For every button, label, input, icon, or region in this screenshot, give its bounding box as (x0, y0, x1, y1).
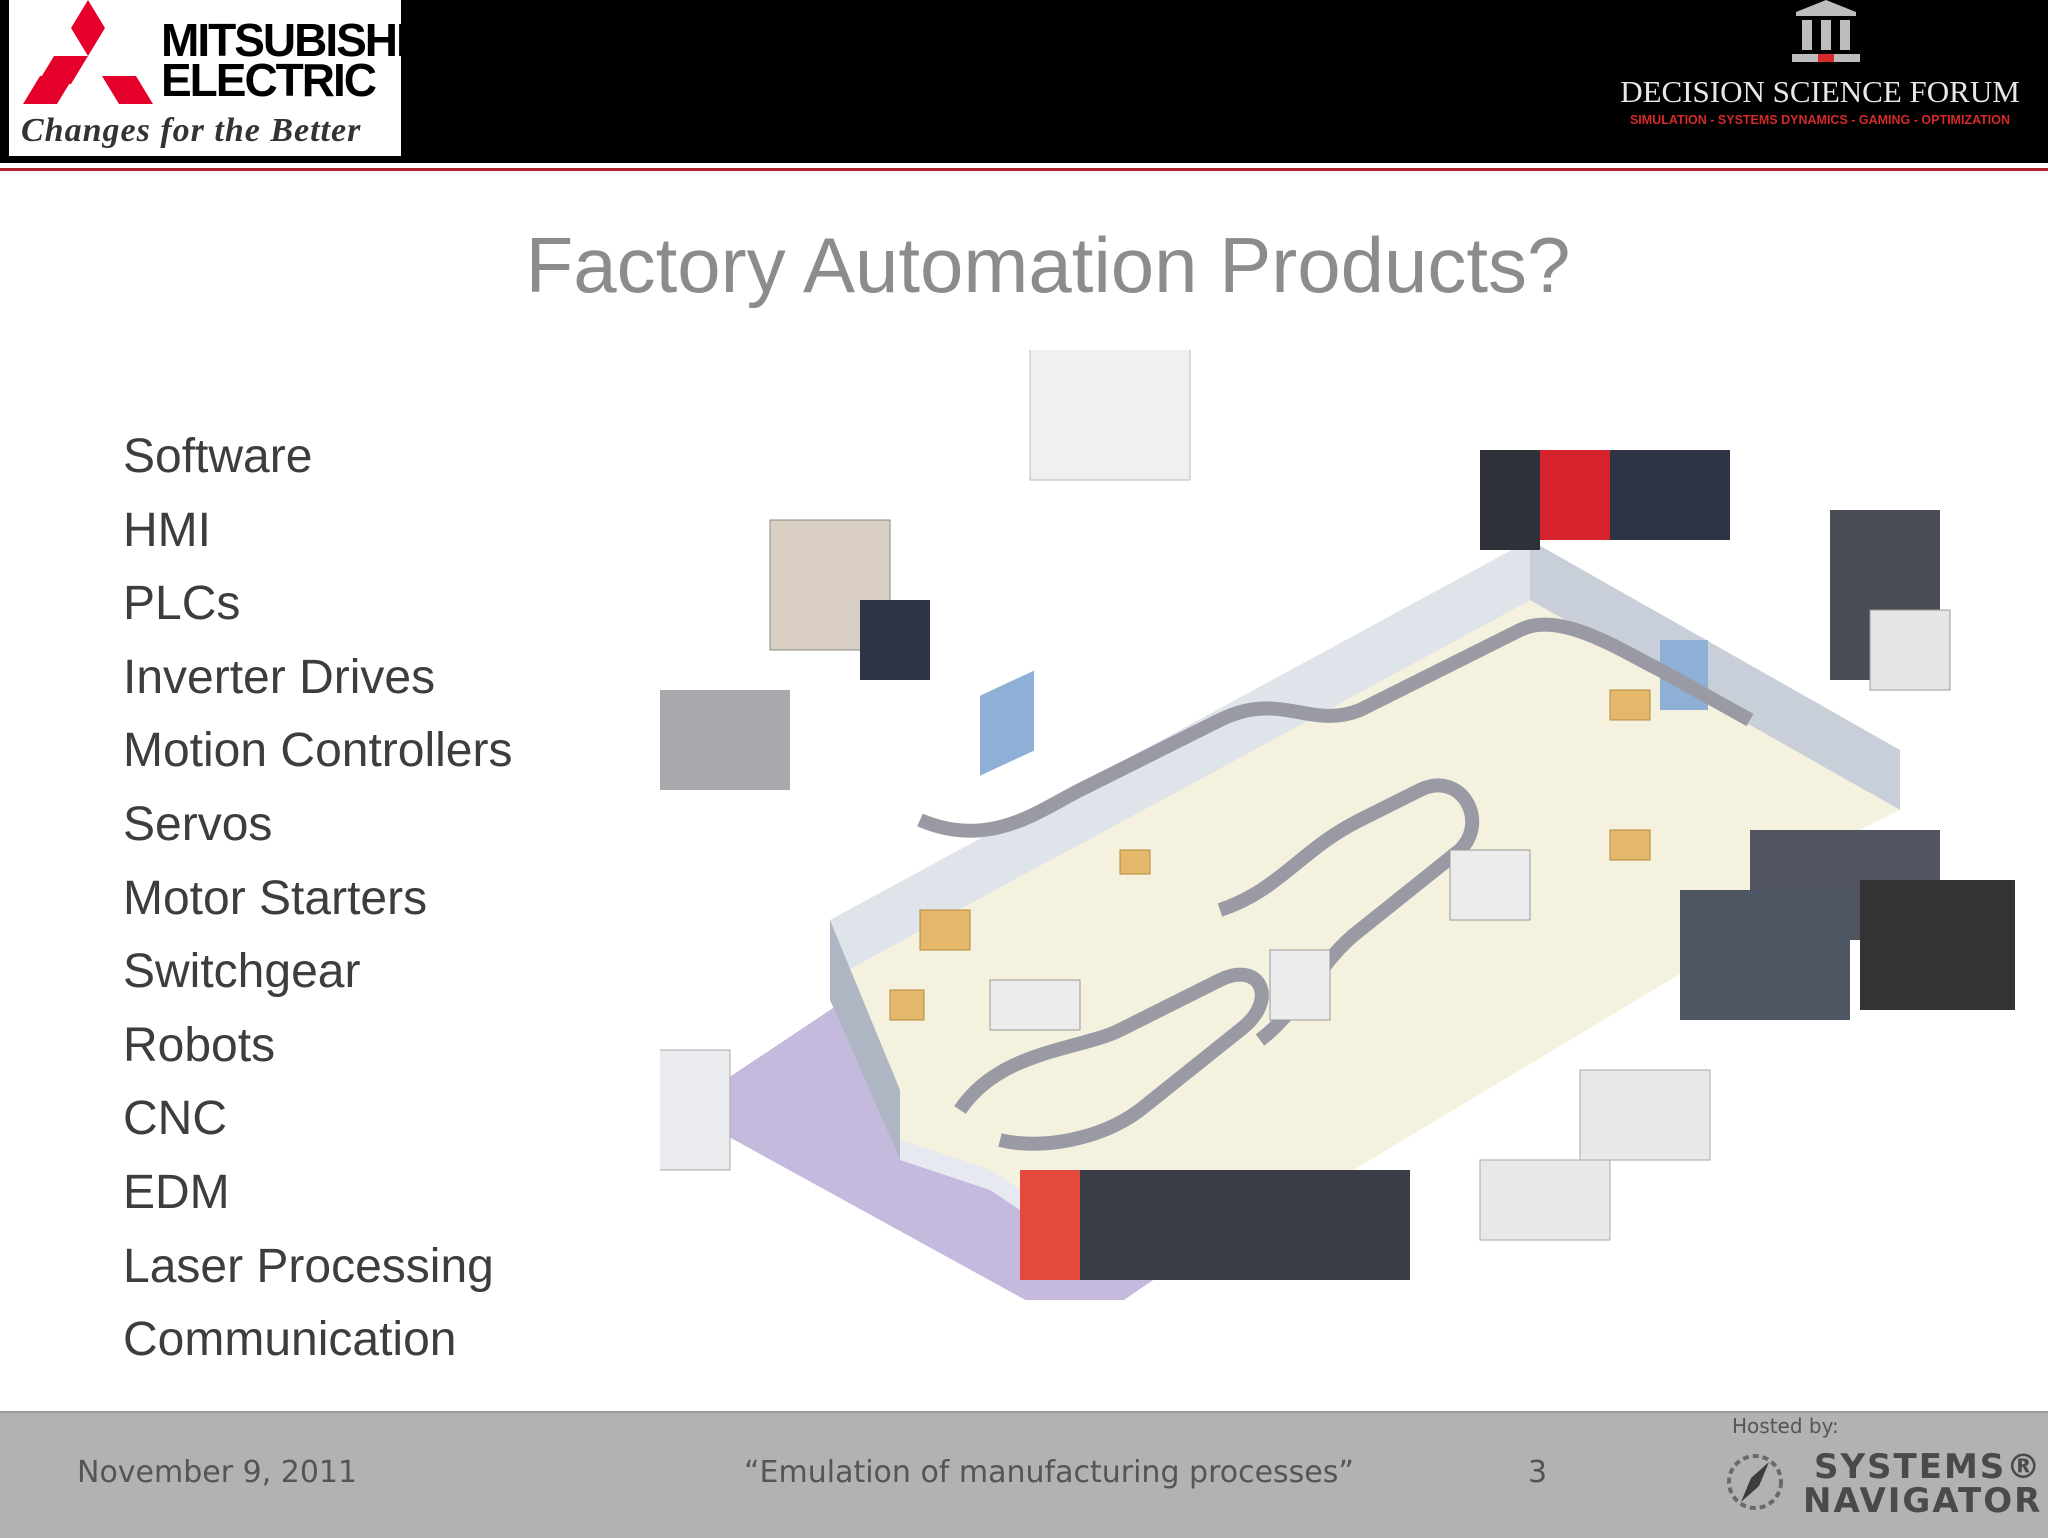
header-accent-line (0, 168, 2048, 171)
slide-footer (0, 1411, 2048, 1538)
list-item: Robots (123, 1018, 276, 1072)
company-tagline: Changes for the Better (21, 112, 362, 149)
list-item: Motion Controllers (123, 724, 513, 778)
list-item: Software (123, 430, 313, 483)
footer-date: November 9, 2011 (77, 1455, 358, 1490)
list-item: Inverter Drives (123, 650, 436, 704)
host-name-line2: NAVIGATOR (1803, 1481, 2043, 1521)
product-images (660, 350, 2015, 1280)
mitsubishi-logo: MITSUBISHI ELECTRIC Changes for the Bett… (9, 0, 409, 156)
list-item: EDM (123, 1165, 230, 1219)
header-divider (0, 163, 2048, 171)
host-logo-text: SYSTEMS® NAVIGATOR (1803, 1450, 2042, 1518)
page-number: 3 (1528, 1455, 1548, 1490)
list-item: CNC (123, 1092, 227, 1146)
forum-temple-icon (1792, 0, 1860, 62)
product-list: Software HMI PLCs Inverter Drives Motion… (123, 420, 512, 1377)
company-name-line1: MITSUBISHI (161, 14, 409, 66)
list-item: Servos (123, 797, 273, 851)
slide-title: Factory Automation Products? (525, 221, 1571, 309)
factory-illustration (660, 350, 2015, 1300)
list-item: Motor Starters (123, 871, 428, 925)
hosted-by-label: Hosted by: (1732, 1414, 1839, 1438)
company-name: MITSUBISHI ELECTRIC (161, 14, 409, 106)
company-name-line2: ELECTRIC (161, 54, 377, 106)
list-item: HMI (123, 503, 211, 557)
list-item: Switchgear (123, 945, 361, 999)
three-diamonds-icon (23, 0, 153, 104)
list-item: PLCs (123, 577, 241, 631)
host-name-line1: SYSTEMS® (1813, 1447, 2043, 1487)
footer-presentation-title: “Emulation of manufacturing processes” (744, 1455, 1354, 1490)
list-item: Communication (123, 1313, 457, 1367)
forum-title: DECISION SCIENCE FORUM (1620, 74, 2020, 109)
forum-subtitle: SIMULATION - SYSTEMS DYNAMICS - GAMING -… (1629, 113, 2011, 127)
list-item: Laser Processing (123, 1239, 494, 1293)
systems-navigator-compass-icon (1727, 1454, 1783, 1510)
door (980, 670, 1034, 776)
